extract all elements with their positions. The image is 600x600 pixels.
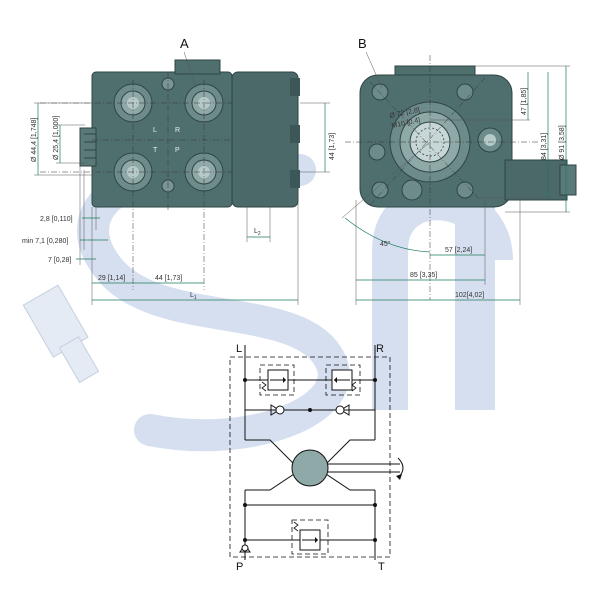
- dim-angle-45: 45°: [380, 240, 391, 248]
- view-label-b: B: [358, 36, 367, 51]
- port-label-P: P: [175, 147, 180, 154]
- dim-d28: 2,8 [0,110]: [40, 216, 73, 223]
- schematic-label-L: L: [236, 343, 242, 355]
- dim-d85: 85 [3,35]: [410, 272, 437, 279]
- dim-d57: 57 [2,24]: [445, 247, 472, 254]
- schematic-label-P: P: [236, 561, 243, 573]
- dim-d47: 47 [1,85]: [521, 88, 528, 115]
- port-label-R: R: [175, 127, 180, 134]
- dim-min71: min 7,1 [0,280]: [22, 238, 68, 245]
- dim-d25: Ø 25,4 [1,000]: [53, 116, 60, 160]
- check-valve-left: [270, 404, 280, 416]
- dim-d7: 7 [0,28]: [48, 257, 71, 264]
- housing-cylinder: [231, 71, 299, 208]
- side-view-dimensions: Ø 44,4 [1,748] Ø 25,4 [1,000] 44 [1,73] …: [22, 102, 336, 305]
- hydraulic-schematic: L R P T: [229, 343, 404, 573]
- main-relief-valve: [291, 519, 329, 555]
- port-label-T: T: [153, 147, 158, 154]
- schematic-label-R: R: [376, 343, 384, 355]
- schematic-enclosure: [229, 356, 391, 558]
- side-view: L R T P A: [40, 36, 300, 290]
- front-view-dimensions: 47 [1,85] 84 [3,31] Ø 91 [3,58] 57 [2,24…: [341, 65, 570, 305]
- dim-L1: L1: [190, 292, 197, 301]
- dim-d84: 84 [3,31]: [541, 133, 548, 160]
- dim-d44: Ø 44,4 [1,748]: [31, 118, 38, 162]
- shaft-stub: [79, 127, 97, 167]
- dim-d29: 29 [1,14]: [98, 275, 125, 282]
- dim-L2: L2: [254, 228, 261, 237]
- view-label-a: A: [180, 36, 189, 51]
- check-valve-right: [340, 404, 350, 416]
- schematic-label-T: T: [378, 561, 385, 573]
- dim-d91: Ø 91 [3,58]: [559, 125, 566, 160]
- relief-valve-left: [259, 364, 295, 396]
- dim-d102: 102[4,02]: [455, 292, 484, 299]
- port-label-L: L: [153, 127, 157, 134]
- dim-h44: 44 [1,73]: [329, 133, 336, 160]
- metering-unit: [291, 449, 329, 487]
- dim-d44b: 44 [1,73]: [155, 275, 182, 282]
- relief-valve-right: [325, 364, 361, 396]
